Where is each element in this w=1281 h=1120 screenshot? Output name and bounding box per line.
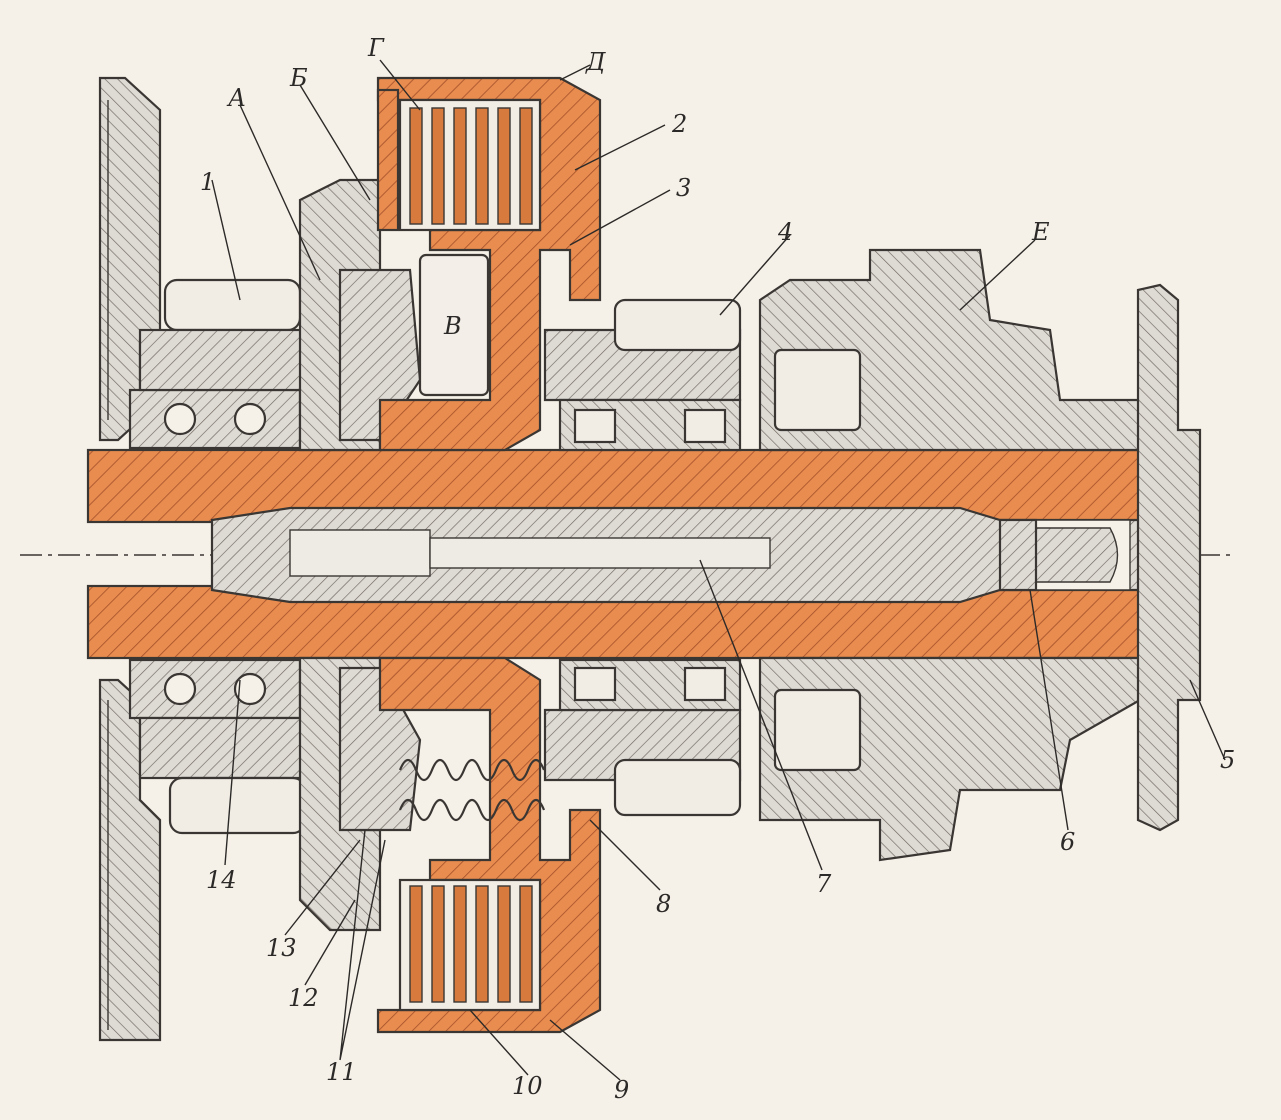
gear-14	[138, 716, 307, 835]
right-housing	[758, 248, 1142, 862]
friction-discs-top	[398, 98, 542, 232]
label-d: Д	[585, 48, 606, 76]
label-1: 1	[200, 168, 215, 196]
cavity-v	[418, 253, 490, 397]
label-5: 5	[1220, 746, 1235, 774]
label-6: 6	[1060, 828, 1075, 856]
gear-8	[543, 708, 742, 817]
bearing-left-bottom	[128, 658, 302, 720]
label-12: 12	[288, 984, 319, 1012]
bearing-left-top	[128, 388, 302, 450]
label-13: 13	[266, 934, 297, 962]
flange-5	[1136, 283, 1202, 832]
label-9: 9	[614, 1076, 629, 1104]
bearing-middle-top	[558, 398, 742, 452]
housing-wall	[98, 76, 162, 1042]
valve-6	[998, 518, 1038, 592]
label-10: 10	[512, 1072, 543, 1100]
friction-discs-bottom	[398, 878, 542, 1012]
label-7: 7	[816, 870, 832, 898]
clutch-drum-bottom	[376, 656, 602, 1034]
gear-1	[138, 278, 307, 392]
gear-4	[543, 298, 742, 402]
label-g: Г	[367, 34, 385, 62]
label-b: Б	[289, 64, 308, 92]
label-14: 14	[206, 866, 237, 894]
label-11: 11	[326, 1058, 357, 1086]
label-8: 8	[656, 890, 671, 918]
label-4: 4	[777, 218, 793, 246]
label-e: Е	[1031, 218, 1050, 246]
label-3: 3	[676, 174, 691, 202]
part-labels: 1 2 3 4 5 6 7 8 9 10 11 12 13 14 А Б В Г…	[200, 34, 1235, 1104]
label-2: 2	[671, 110, 687, 138]
return-spring	[398, 758, 546, 822]
label-v: В	[443, 312, 462, 340]
bearing-middle-bottom	[558, 658, 742, 712]
leader-lines	[211, 59, 1226, 1081]
label-a: А	[226, 84, 246, 112]
